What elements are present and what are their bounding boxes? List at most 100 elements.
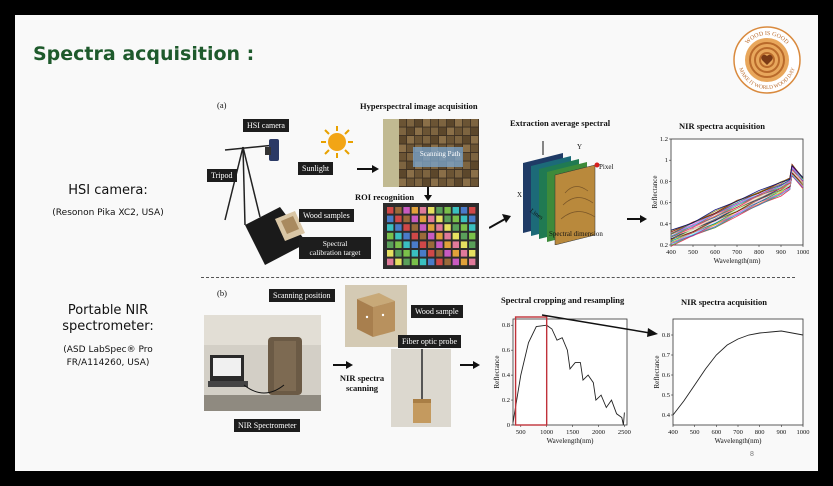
wood-tile [399,153,407,161]
section-nir-title-line2: spectrometer: [62,319,154,334]
wood-rings-heart-logo-icon: WOOD IS GOOD MAKE IT WORLD WOOD DAY [732,25,802,95]
roi-cell [452,241,459,248]
roi-cell [452,215,459,223]
x-tick-label: 1000 [797,429,810,436]
scanning-path-label: Scanning Path [415,150,465,158]
roi-cell [403,258,410,266]
x-tick-label: 800 [755,429,765,436]
wood-tile [439,170,447,178]
x-tick-label: 2000 [592,429,605,436]
wood-tile [407,153,415,161]
label-hsi-camera: HSI camera [243,119,289,132]
roi-cell [444,232,451,240]
roi-cell [436,241,443,248]
wood-tile [463,136,471,144]
roi-cell [411,215,418,223]
x-tick-label: 800 [754,249,764,256]
plot-area [672,318,804,426]
wood-tile [439,127,447,136]
sun-icon [320,125,354,159]
wood-sample-photo [345,285,407,347]
x-tick-label: 400 [666,249,676,256]
roi-cell [395,215,402,223]
roi-cell [403,215,410,223]
y-tick-label: 1 [665,157,668,164]
roi-cell [419,207,427,214]
wood-tile [399,127,407,136]
extraction-header: Extraction average spectral [510,118,611,128]
nir-spectrometer-photo [204,315,321,411]
label-spectral-target: Spectral calibration target [299,237,371,259]
roi-cell [428,207,435,214]
roi-cell [444,207,451,214]
arrow-down-icon [423,187,433,206]
roi-cell [469,241,476,248]
hypercube-illustration [513,133,623,246]
y-tick-label: 0.6 [662,372,671,379]
nir-scanning-line2: scanning [345,383,379,393]
cube-x-label: X [517,191,523,199]
panel-a-label: (a) [217,100,227,110]
roi-cell [403,241,410,248]
wood-tile [463,144,471,153]
roi-cell [436,215,443,223]
roi-cell [387,224,394,231]
nir-scanning-line1: NIR spectra [339,373,385,383]
slide-number: 8 [750,451,754,458]
wood-tile [407,170,415,178]
roi-cell [387,232,394,240]
roi-cell [403,207,410,214]
wood-tile [407,136,415,144]
wood-tile [463,119,471,127]
x-tick-label: 1500 [566,429,579,436]
roi-cell [444,241,451,248]
wood-tile [471,161,479,170]
y-axis-label: Reflectance [653,355,661,388]
cube-y-label: Y [577,143,583,151]
pixel-label: Pixel [599,163,614,171]
wood-tile [463,170,471,178]
roi-cell [452,250,459,257]
y-tick-label: 0.2 [660,242,668,249]
y-tick-label: 0.5 [662,392,670,399]
roi-cell [428,232,435,240]
x-tick-label: 700 [733,429,743,436]
wood-tile [463,161,471,170]
wood-tile [471,178,479,187]
wood-tile [399,119,407,127]
arrow-up-right-icon [488,213,511,236]
roi-cell [436,258,443,266]
roi-cell [460,241,468,248]
y-tick-label: 0 [507,422,510,429]
wood-tile [407,178,415,187]
x-tick-label: 2500 [618,429,631,436]
section-divider [201,277,795,278]
roi-cell [452,224,459,231]
wood-tile [399,178,407,187]
label-sunlight: Sunlight [298,162,334,175]
x-tick-label: 900 [776,249,786,256]
x-axis-label: Wavelength(nm) [714,257,762,265]
y-tick-label: 0.8 [660,178,668,185]
roi-cell [469,207,476,214]
section-hsi-subtitle: (Resonon Pika XC2, USA) [52,208,164,218]
y-tick-label: 0.4 [662,412,671,419]
roi-cell [387,241,394,248]
label-fiber-probe: Fiber optic probe [398,335,462,348]
wood-tile [455,127,463,136]
roi-cell [469,258,476,266]
wood-tile [471,119,479,127]
y-tick-label: 0.6 [502,347,511,354]
wood-tile [399,136,407,144]
x-axis-label: Wavelength(nm) [715,437,763,445]
wood-tile [455,119,463,127]
wood-tile [415,127,423,136]
wood-tile [399,144,407,153]
roi-cell [387,250,394,257]
x-tick-label: 600 [710,249,720,256]
roi-cell [469,224,476,231]
roi-cell [444,215,451,223]
x-tick-label: 500 [690,429,700,436]
spectrum-line [512,324,625,426]
arrow-right-icon-2 [627,211,647,229]
